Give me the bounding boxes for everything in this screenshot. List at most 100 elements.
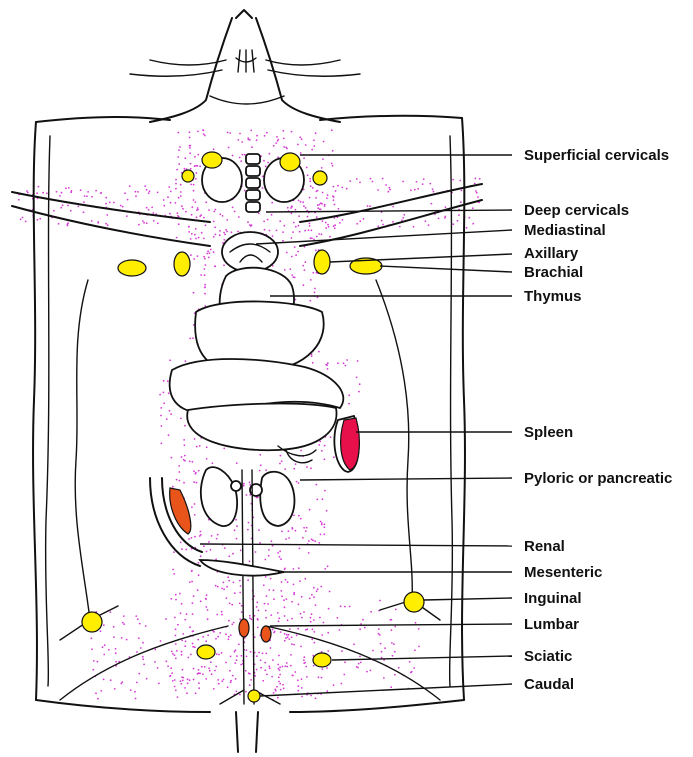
stipple-dot: [197, 207, 199, 209]
stipple-dot: [303, 284, 305, 286]
stipple-dot: [307, 216, 309, 218]
stipple-dot: [170, 598, 172, 600]
stipple-dot: [319, 208, 321, 210]
stipple-dot: [180, 612, 182, 614]
stipple-dot: [472, 207, 474, 209]
stipple-dot: [283, 225, 285, 227]
stipple-dot: [188, 226, 190, 228]
stipple-dot: [262, 680, 264, 682]
stipple-dot: [193, 258, 195, 260]
stipple-dot: [272, 659, 274, 661]
stipple-dot: [193, 292, 195, 294]
stipple-dot: [306, 527, 308, 529]
stipple-dot: [196, 482, 198, 484]
stipple-dot: [20, 218, 22, 220]
stipple-dot: [42, 192, 44, 194]
stipple-dot: [305, 207, 307, 209]
stipple-dot: [226, 597, 228, 599]
stipple-dot: [205, 201, 207, 203]
stipple-dot: [285, 538, 287, 540]
stipple-dot: [286, 148, 288, 150]
stipple-dot: [323, 141, 325, 143]
stipple-dot: [323, 622, 325, 624]
stipple-dot: [270, 578, 272, 580]
stipple-dot: [146, 189, 148, 191]
stipple-dot: [324, 458, 326, 460]
stipple-dot: [232, 553, 234, 555]
stipple-dot: [208, 541, 210, 543]
stipple-dot: [297, 251, 299, 253]
stipple-dot: [180, 184, 182, 186]
stipple-dot: [212, 462, 214, 464]
stipple-dot: [264, 603, 266, 605]
stipple-dot: [256, 655, 258, 657]
stipple-dot: [202, 673, 204, 675]
stipple-dot: [270, 647, 272, 649]
stipple-dot: [182, 633, 184, 635]
label-caudal: Caudal: [524, 676, 574, 693]
stipple-dot: [195, 178, 197, 180]
stipple-dot: [322, 158, 324, 160]
stipple-dot: [311, 613, 313, 615]
stipple-dot: [188, 657, 190, 659]
stipple-dot: [312, 628, 314, 630]
stipple-dot: [265, 469, 267, 471]
stipple-dot: [288, 530, 290, 532]
stipple-dot: [414, 189, 416, 191]
stipple-dot: [198, 562, 200, 564]
stipple-dot: [139, 623, 141, 625]
stipple-dot: [348, 394, 350, 396]
stipple-dot: [265, 617, 267, 619]
stipple-dot: [228, 638, 230, 640]
stipple-dot: [337, 617, 339, 619]
stipple-dot: [311, 538, 313, 540]
stipple-dot: [422, 183, 424, 185]
stipple-dot: [459, 180, 461, 182]
stipple-dot: [279, 463, 281, 465]
stipple-dot: [301, 138, 303, 140]
stipple-dot: [280, 455, 282, 457]
stipple-dot: [282, 130, 284, 132]
stipple-dot: [158, 683, 160, 685]
stipple-dot: [334, 204, 336, 206]
stipple-dot: [108, 649, 110, 651]
stipple-dot: [391, 642, 393, 644]
stipple-dot: [258, 652, 260, 654]
stipple-dot: [278, 676, 280, 678]
stipple-dot: [175, 643, 177, 645]
stipple-dot: [273, 632, 275, 634]
stipple-dot: [113, 636, 115, 638]
stipple-dot: [214, 670, 216, 672]
stipple-dot: [413, 667, 415, 669]
stipple-dot: [249, 482, 251, 484]
stipple-dot: [268, 555, 270, 557]
stipple-dot: [284, 633, 286, 635]
superficial-cervical-node-right: [280, 153, 300, 171]
stipple-dot: [327, 565, 329, 567]
stipple-dot: [327, 650, 329, 652]
stipple-dot: [259, 542, 261, 544]
stipple-dot: [276, 230, 278, 232]
stipple-dot: [198, 687, 200, 689]
stipple-dot: [172, 653, 174, 655]
stipple-dot: [284, 468, 286, 470]
stipple-dot: [126, 639, 128, 641]
stipple-dot: [385, 184, 387, 186]
stipple-dot: [310, 185, 312, 187]
stipple-dot: [120, 205, 122, 207]
stipple-dot: [346, 188, 348, 190]
stipple-dot: [171, 672, 173, 674]
stipple-dot: [161, 443, 163, 445]
stipple-dot: [339, 222, 341, 224]
stipple-dot: [315, 249, 317, 251]
stipple-dot: [193, 199, 195, 201]
stipple-dot: [180, 191, 182, 193]
stipple-dot: [370, 670, 372, 672]
stipple-dot: [204, 268, 206, 270]
stipple-dot: [303, 611, 305, 613]
stipple-dot: [249, 673, 251, 675]
stipple-dot: [316, 236, 318, 238]
stipple-dot: [290, 207, 292, 209]
stipple-dot: [452, 179, 454, 181]
stipple-dot: [199, 672, 201, 674]
